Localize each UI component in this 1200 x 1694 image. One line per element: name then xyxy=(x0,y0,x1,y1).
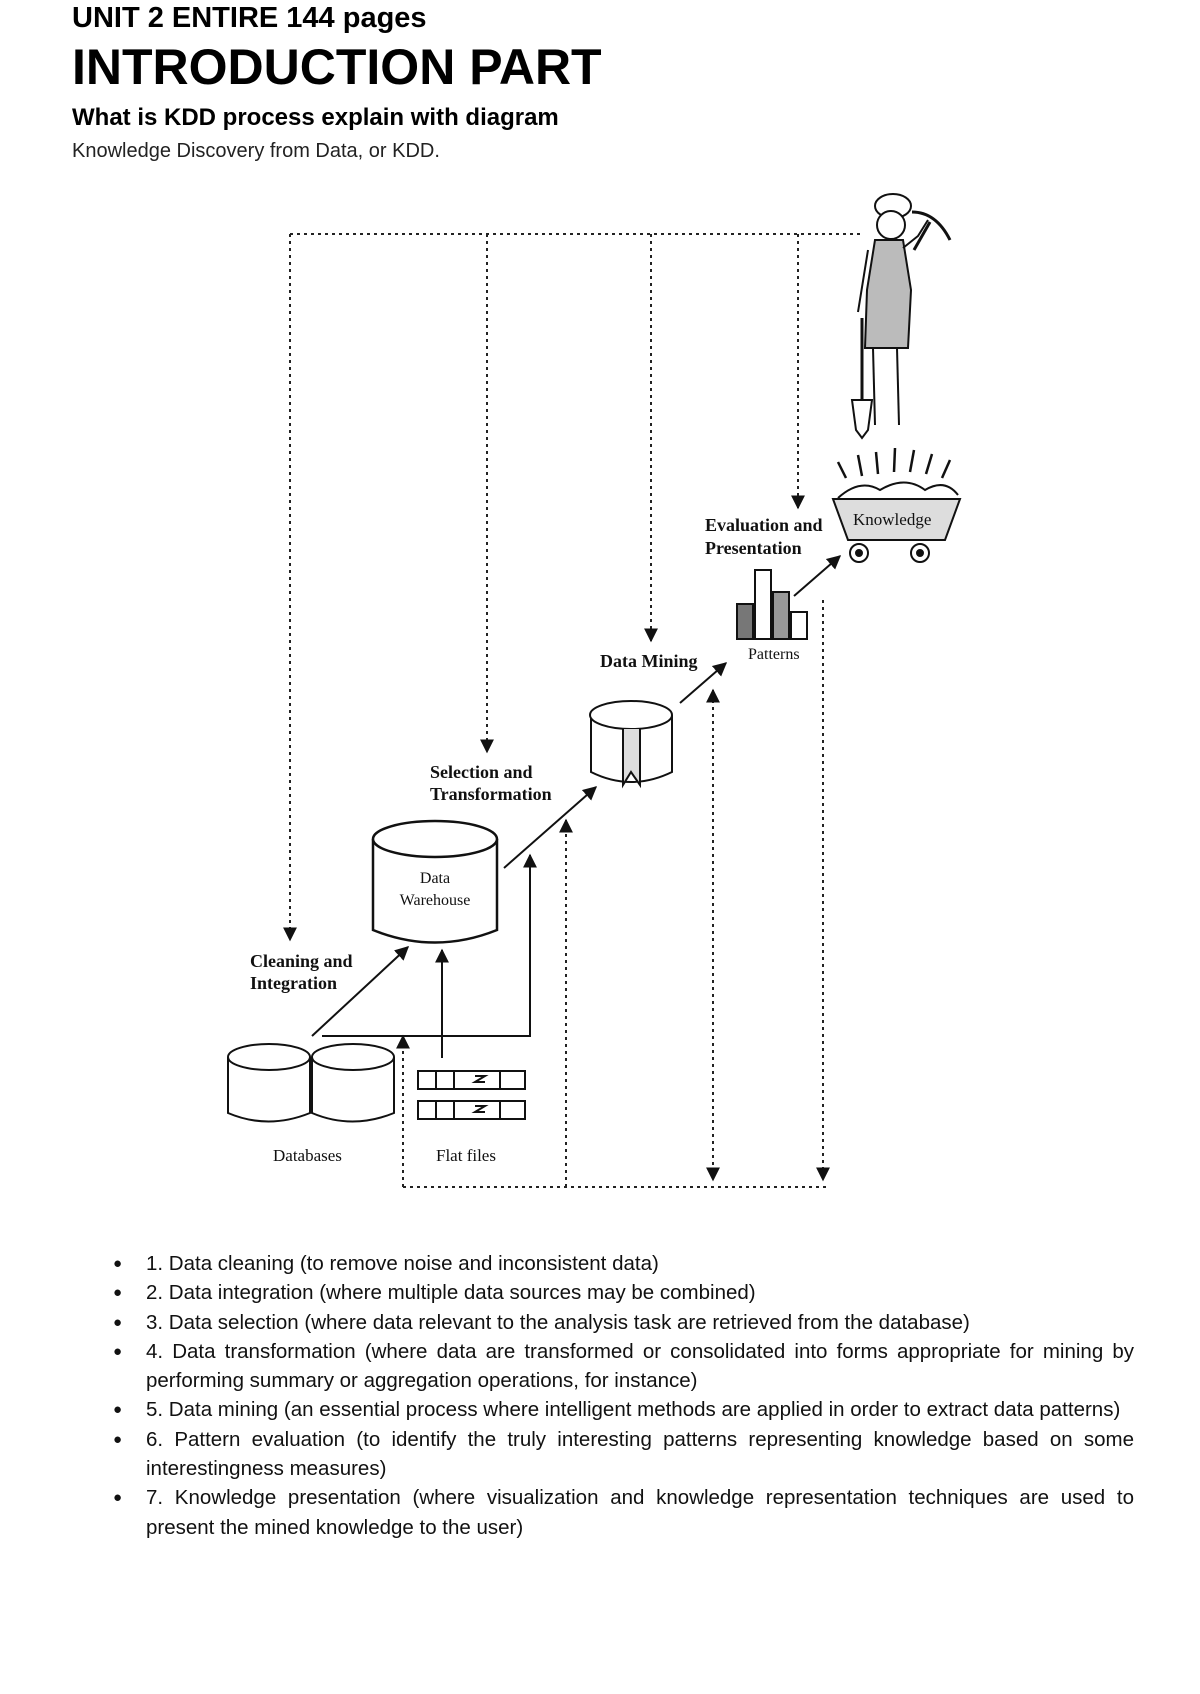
bullet-icon: ● xyxy=(113,1489,123,1507)
cleaning-label-line1: Cleaning and xyxy=(250,951,353,971)
feedback-lines-bottom xyxy=(396,600,830,1188)
knowledge-cart-icon xyxy=(831,447,962,563)
list-item: ●6. Pattern evaluation (to identify the … xyxy=(113,1425,1134,1484)
knowledge-label: Knowledge xyxy=(853,510,931,529)
databases-label: Databases xyxy=(273,1146,342,1165)
bullet-icon: ● xyxy=(113,1342,123,1360)
selection-label-line2: Transformation xyxy=(430,784,552,804)
process-arrows xyxy=(311,555,842,1058)
bullet-icon: ● xyxy=(113,1430,123,1448)
flat-files-icon xyxy=(417,1070,526,1120)
warehouse-label-line2: Warehouse xyxy=(400,892,471,909)
data-mining-icon xyxy=(589,700,673,789)
patterns-label: Patterns xyxy=(748,646,800,663)
evaluation-label-line1: Evaluation and xyxy=(705,515,823,535)
feedback-lines-top xyxy=(283,233,860,942)
evaluation-label-line2: Presentation xyxy=(705,538,802,558)
list-item: ●5. Data mining (an essential process wh… xyxy=(113,1395,1134,1424)
bullet-icon: ● xyxy=(113,1401,123,1419)
flat-files-label: Flat files xyxy=(436,1146,496,1165)
kdd-definition: Knowledge Discovery from Data, or KDD. xyxy=(72,140,440,162)
list-item: ●3. Data selection (where data relevant … xyxy=(113,1308,1134,1337)
patterns-chart-icon xyxy=(736,569,808,640)
list-item: ●2. Data integration (where multiple dat… xyxy=(113,1278,1134,1307)
cleaning-label-line2: Integration xyxy=(250,973,337,993)
bullet-icon: ● xyxy=(113,1313,123,1331)
list-item: ●7. Knowledge presentation (where visual… xyxy=(113,1483,1134,1542)
bullet-icon: ● xyxy=(113,1284,123,1302)
section-question: What is KDD process explain with diagram xyxy=(72,104,559,131)
list-item: ●4. Data transformation (where data are … xyxy=(113,1337,1134,1396)
miner-figure-icon xyxy=(850,193,952,440)
kdd-steps-list: ●1. Data cleaning (to remove noise and i… xyxy=(113,1249,1134,1542)
list-item: ●1. Data cleaning (to remove noise and i… xyxy=(113,1249,1134,1278)
data-mining-label: Data Mining xyxy=(600,651,698,671)
bullet-icon: ● xyxy=(113,1255,123,1272)
databases-icon xyxy=(227,1043,395,1123)
selection-label-line1: Selection and xyxy=(430,762,533,782)
page-title: INTRODUCTION PART xyxy=(72,39,602,95)
warehouse-label-line1: Data xyxy=(420,870,450,887)
data-warehouse-icon xyxy=(371,819,499,944)
unit-heading: UNIT 2 ENTIRE 144 pages xyxy=(72,2,427,34)
